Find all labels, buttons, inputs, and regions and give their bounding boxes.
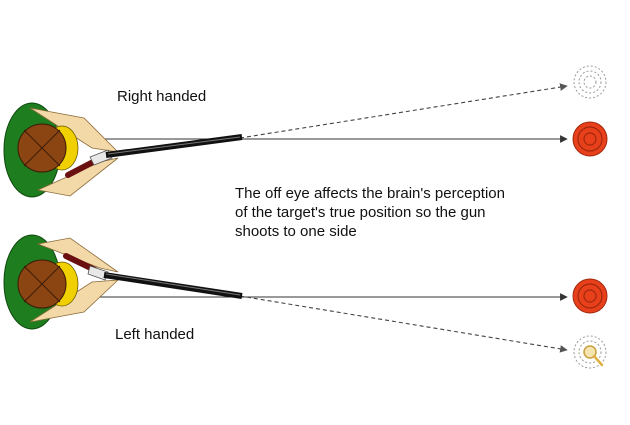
gun-stock-top [65,158,98,178]
explanation-line: of the target's true position so the gun [235,204,486,221]
head-cross-line [23,129,61,167]
clay-target-icon [572,121,608,157]
head-cross-line [23,265,61,303]
explanation-text: The off eye affects the brain's percepti… [235,184,505,241]
gun-action-bottom [87,265,109,281]
gun-barrel-rib [105,273,241,296]
right-handed-shooter [3,83,568,198]
gun-barrel-rib [107,136,241,155]
left-handed-label: Left handed [115,326,195,343]
gun-barrel-bottom [103,272,243,299]
left-handed-shooter [3,234,568,353]
right-handed-label: Right handed [117,88,207,105]
ghost-target-icon [573,65,607,99]
explanation-line: shoots to one side [235,223,357,240]
deflected-sight-line-top [239,83,568,139]
deflected-sight-line-bottom [239,295,568,353]
ghost-target-icon [573,335,607,369]
explanation-line: The off eye affects the brain's percepti… [235,185,505,202]
clay-target-icon [572,278,608,314]
